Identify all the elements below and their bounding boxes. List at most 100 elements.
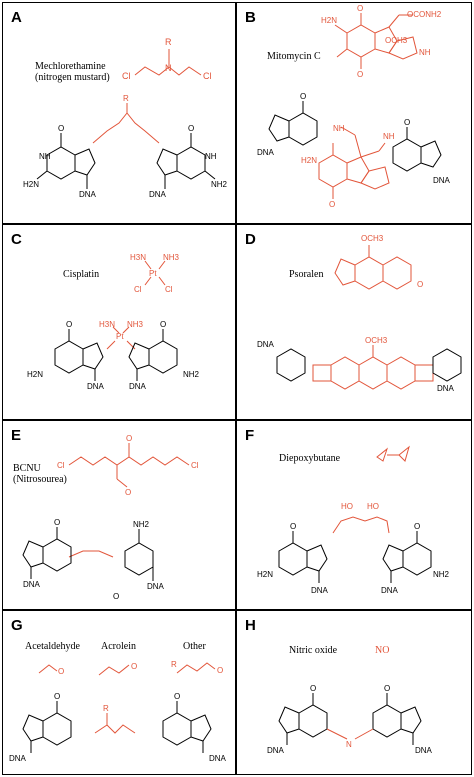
guanine-right	[156, 133, 216, 189]
h2n-label-mitomycin: H2N	[321, 16, 337, 25]
guanines-h	[278, 693, 422, 745]
guanines-c	[54, 329, 178, 381]
panel-d: D Psoralen OCH3 OCH3 O	[236, 224, 472, 420]
ho-label-1: HO	[341, 502, 353, 511]
h3n-label-adduct: H3N	[99, 320, 115, 329]
dna-label-d2: DNA	[437, 384, 455, 393]
panel-letter-c: C	[11, 231, 22, 248]
guanines-b	[268, 101, 442, 172]
o-label-urea: O	[126, 434, 132, 443]
o-label-adduct: O	[329, 200, 335, 209]
thymines-d	[276, 348, 462, 382]
agent-name-mitomycin: Mitomycin C	[267, 51, 321, 62]
h2n-label-adduct: H2N	[301, 156, 317, 165]
dna-label-e1: DNA	[23, 580, 41, 589]
dna-label-c2: DNA	[129, 382, 147, 391]
nh2-label-right: NH2	[211, 180, 228, 189]
o-label-e1: O	[54, 518, 60, 527]
o-label-e2: O	[113, 592, 119, 601]
agent-name-psoralen: Psoralen	[289, 269, 324, 280]
mitomycin-structure	[318, 13, 418, 199]
dna-label-left: DNA	[79, 190, 97, 199]
nh2-label-c: NH2	[183, 370, 200, 379]
dna-label-f2: DNA	[381, 586, 399, 595]
panel-f: F Diepoxybutane HO HO O	[236, 420, 472, 610]
structure-b: OCONH2 OCH3 H2N NH O O NH NH H2N O O	[257, 4, 451, 209]
structure-a: R Cl Cl N R O NH H2N	[23, 37, 228, 199]
label-acetaldehyde: Acetaldehyde	[25, 641, 80, 652]
panel-e: E BCNU (Nitrosourea) Cl Cl O O	[2, 420, 236, 610]
cl-label-c1: Cl	[134, 285, 142, 294]
label-other: Other	[183, 641, 206, 652]
mechlorethamine-structure	[134, 49, 202, 76]
och3-label: OCH3	[385, 36, 408, 45]
n-label: N	[165, 63, 172, 73]
r-group-label: R	[165, 37, 172, 47]
panel-letter-g: G	[11, 617, 23, 634]
pt-label: Pt	[149, 269, 157, 278]
cl-label-e2: Cl	[191, 461, 199, 470]
o-label-h2: O	[384, 684, 390, 693]
bases-e	[22, 527, 154, 581]
pt-label-adduct: Pt	[116, 332, 124, 341]
nh-label-aziridine: NH	[419, 48, 431, 57]
o-label-g2: O	[174, 692, 180, 701]
dna-label-e2: DNA	[147, 582, 165, 591]
diepoxybutane-structure	[332, 445, 410, 534]
panel-a: A Mechlorethamine (nitrogen mustard) R C…	[2, 2, 236, 224]
och3-label-d: OCH3	[361, 234, 384, 243]
agent-name-nitric-oxide: Nitric oxide	[289, 645, 338, 656]
psoralen-structure	[312, 245, 434, 390]
r-label-adduct: R	[103, 704, 109, 713]
dna-label-g1: DNA	[9, 754, 27, 763]
o-label-other: O	[217, 666, 223, 675]
cl-label-right: Cl	[203, 71, 212, 81]
no-formula: NO	[375, 645, 390, 656]
dna-label-c1: DNA	[87, 382, 105, 391]
h2n-label-left: H2N	[23, 180, 39, 189]
dna-label-g2: DNA	[209, 754, 227, 763]
o-label-acrolein: O	[131, 662, 137, 671]
o-label-f1: O	[290, 522, 296, 531]
dna-label-h2: DNA	[415, 746, 433, 755]
guanine-left	[36, 133, 96, 189]
o-label-c2: O	[160, 320, 166, 329]
cl-label-c2: Cl	[165, 285, 173, 294]
o-label-h1: O	[310, 684, 316, 693]
nh-bridge-left	[326, 728, 348, 740]
panel-letter-f: F	[245, 427, 255, 444]
dna-label-f1: DNA	[311, 586, 329, 595]
r-label-other: R	[171, 660, 177, 669]
o-label-nitroso: O	[125, 488, 131, 497]
panel-b: B Mitomycin C OCONH2 OCH3 H2N	[236, 2, 472, 224]
nh3-label-adduct: NH3	[127, 320, 144, 329]
bcnu-structure	[68, 443, 190, 558]
dna-label-b1: DNA	[257, 148, 275, 157]
och3-label-adduct: OCH3	[365, 336, 388, 345]
panel-letter-b: B	[245, 9, 256, 26]
agent-name-bcnu: BCNU (Nitrosourea)	[13, 463, 67, 485]
nh2-label-e: NH2	[133, 520, 150, 529]
panel-c: C Cisplatin H3N NH3 Pt Cl Cl H3N NH3 Pt	[2, 224, 236, 420]
guanines-f	[278, 531, 432, 583]
panel-letter-a: A	[11, 9, 22, 26]
panel-h: H Nitric oxide NO N O O DNA DNA	[236, 610, 472, 775]
o-label-right: O	[188, 124, 194, 133]
structure-e: Cl Cl O O O DNA NH2 DNA O	[22, 434, 199, 601]
agent-name-mechlorethamine: Mechlorethamine (nitrogen mustard)	[35, 61, 110, 83]
cl-label-left: Cl	[122, 71, 131, 81]
label-acrolein: Acrolein	[101, 641, 136, 652]
o-label-guanine-b1: O	[300, 92, 306, 101]
nh2-label-f: NH2	[433, 570, 450, 579]
nh-link-right: NH	[383, 132, 395, 141]
cl-label-e1: Cl	[57, 461, 65, 470]
agent-name-diepoxybutane: Diepoxybutane	[279, 453, 341, 464]
o-label-left: O	[58, 124, 64, 133]
structure-d: OCH3 OCH3 O DNA DNA	[257, 234, 462, 393]
nh-label-left: NH	[39, 152, 51, 161]
aldehydes	[38, 662, 216, 734]
nh-link-left: NH	[333, 124, 345, 133]
n-label-h: N	[346, 740, 352, 749]
structure-f: HO HO O DNA O DNA H2N NH2	[257, 445, 450, 595]
